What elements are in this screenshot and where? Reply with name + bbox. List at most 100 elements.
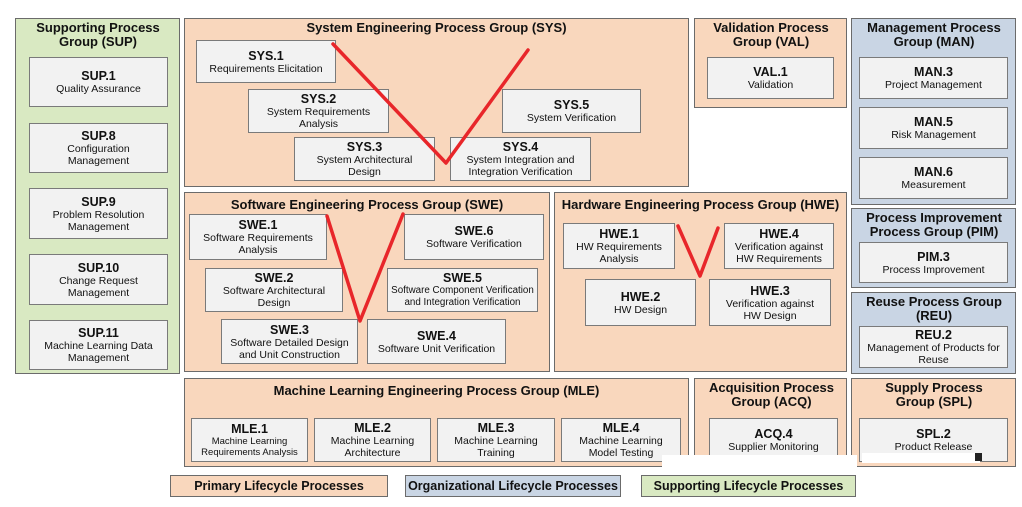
- process-man-6[interactable]: MAN.6 Measurement: [859, 157, 1008, 199]
- process-sys-5[interactable]: SYS.5 System Verification: [502, 89, 641, 133]
- process-name: Verification against HW Design: [725, 297, 815, 322]
- process-name: Quality Assurance: [56, 83, 141, 95]
- process-id: ACQ.4: [754, 427, 793, 441]
- process-id: SYS.3: [346, 140, 383, 154]
- process-id: SPL.2: [916, 427, 951, 441]
- process-name: Machine Learning Model Testing: [579, 435, 663, 459]
- process-name: Problem Resolution Management: [52, 208, 145, 233]
- acq-group-title: Acquisition Process Group (ACQ): [709, 380, 834, 409]
- process-name: Machine Learning Training: [454, 435, 538, 459]
- process-name: Software Component Verification and Inte…: [391, 285, 534, 308]
- legend-primary-label: Primary Lifecycle Processes: [194, 479, 364, 493]
- process-mle-1[interactable]: MLE.1 Machine Learning Requirements Anal…: [191, 418, 308, 462]
- mle-group-title: Machine Learning Engineering Process Gro…: [273, 383, 600, 398]
- process-id: SUP.8: [81, 129, 116, 143]
- process-id: SWE.1: [238, 218, 278, 232]
- process-name: Supplier Monitoring: [728, 441, 819, 453]
- swe-group-title: Software Engineering Process Group (SWE): [230, 197, 504, 212]
- process-id: SWE.5: [443, 271, 482, 285]
- process-val-1[interactable]: VAL.1 Validation: [707, 57, 834, 99]
- hwe-group-title: Hardware Engineering Process Group (HWE): [561, 197, 840, 212]
- process-id: MAN.5: [914, 115, 953, 129]
- process-id: REU.2: [915, 328, 952, 342]
- process-id: MAN.6: [914, 165, 953, 179]
- process-swe-4[interactable]: SWE.4 Software Unit Verification: [367, 319, 506, 364]
- process-swe-1[interactable]: SWE.1 Software Requirements Analysis: [189, 214, 327, 260]
- process-swe-6[interactable]: SWE.6 Software Verification: [404, 214, 544, 260]
- pim-group-title: Process Improvement Process Group (PIM): [866, 210, 1002, 239]
- process-name: Software Requirements Analysis: [203, 232, 313, 256]
- process-sys-3[interactable]: SYS.3 System Architectural Design: [294, 137, 435, 181]
- white-overlay-strip: [662, 455, 857, 469]
- process-hwe-3[interactable]: HWE.3 Verification against HW Design: [709, 279, 831, 326]
- legend-supporting: Supporting Lifecycle Processes: [641, 475, 856, 497]
- process-mle-2[interactable]: MLE.2 Machine Learning Architecture: [314, 418, 431, 462]
- process-id: SWE.2: [254, 271, 294, 285]
- sys-group-title: System Engineering Process Group (SYS): [306, 20, 567, 35]
- process-name: Machine Learning Architecture: [330, 435, 415, 459]
- process-mle-4[interactable]: MLE.4 Machine Learning Model Testing: [561, 418, 681, 462]
- process-name: Measurement: [901, 179, 966, 191]
- process-man-3[interactable]: MAN.3 Project Management: [859, 57, 1008, 99]
- process-hwe-1[interactable]: HWE.1 HW Requirements Analysis: [563, 223, 675, 269]
- process-pim-3[interactable]: PIM.3 Process Improvement: [859, 242, 1008, 283]
- legend-organizational: Organizational Lifecycle Processes: [405, 475, 621, 497]
- process-id: SWE.3: [270, 322, 309, 337]
- process-name: System Integration and Integration Verif…: [466, 154, 575, 178]
- process-swe-5[interactable]: SWE.5 Software Component Verification an…: [387, 268, 538, 312]
- process-id: HWE.1: [599, 227, 639, 241]
- process-sys-2[interactable]: SYS.2 System Requirements Analysis: [248, 89, 389, 133]
- legend-supporting-label: Supporting Lifecycle Processes: [653, 479, 844, 493]
- process-name: Software Verification: [426, 238, 522, 250]
- process-id: HWE.2: [620, 289, 661, 304]
- sup-group-title: Supporting Process Group (SUP): [36, 20, 160, 49]
- process-id: MLE.3: [477, 421, 515, 435]
- process-sup-11[interactable]: SUP.11 Machine Learning Data Management: [29, 320, 168, 370]
- process-reu-2[interactable]: REU.2 Management of Products for Reuse: [859, 326, 1008, 368]
- process-swe-3[interactable]: SWE.3 Software Detailed Design and Unit …: [221, 319, 358, 364]
- process-id: MLE.2: [354, 421, 391, 435]
- process-swe-2[interactable]: SWE.2 Software Architectural Design: [205, 268, 343, 312]
- process-mle-3[interactable]: MLE.3 Machine Learning Training: [437, 418, 555, 462]
- process-id: SUP.1: [81, 69, 116, 83]
- process-sup-9[interactable]: SUP.9 Problem Resolution Management: [29, 188, 168, 239]
- process-sup-1[interactable]: SUP.1 Quality Assurance: [29, 57, 168, 107]
- process-sup-8[interactable]: SUP.8 Configuration Management: [29, 123, 168, 173]
- process-name: System Architectural Design: [316, 154, 413, 178]
- process-sup-10[interactable]: SUP.10 Change Request Management: [29, 254, 168, 305]
- process-acq-4[interactable]: ACQ.4 Supplier Monitoring: [709, 418, 838, 462]
- process-sys-4[interactable]: SYS.4 System Integration and Integration…: [450, 137, 591, 181]
- process-id: SWE.4: [417, 328, 456, 343]
- process-name: Software Architectural Design: [222, 285, 326, 309]
- process-hwe-2[interactable]: HWE.2 HW Design: [585, 279, 696, 326]
- white-overlay-strip-right: [862, 453, 980, 463]
- process-id: SYS.5: [553, 98, 590, 112]
- process-id: VAL.1: [753, 65, 788, 79]
- process-id: SUP.11: [78, 326, 119, 340]
- process-name: HW Requirements Analysis: [576, 241, 662, 265]
- process-sys-1[interactable]: SYS.1 Requirements Elicitation: [196, 40, 336, 83]
- process-name: Configuration Management: [67, 143, 130, 167]
- process-name: Product Release: [894, 441, 973, 453]
- process-name: Process Improvement: [882, 263, 985, 276]
- legend-primary: Primary Lifecycle Processes: [170, 475, 388, 497]
- process-name: Risk Management: [891, 129, 976, 141]
- process-name: Project Management: [885, 79, 982, 91]
- process-id: HWE.3: [750, 283, 790, 298]
- process-name: Software Detailed Design and Unit Constr…: [230, 336, 349, 361]
- process-id: SYS.1: [248, 48, 284, 63]
- process-man-5[interactable]: MAN.5 Risk Management: [859, 107, 1008, 149]
- spl-group-title: Supply Process Group (SPL): [885, 380, 983, 409]
- process-id: MAN.3: [914, 65, 953, 79]
- process-id: MLE.1: [231, 422, 268, 436]
- process-name: System Requirements Analysis: [266, 106, 371, 130]
- process-name: Verification against HW Requirements: [734, 241, 824, 265]
- process-hwe-4[interactable]: HWE.4 Verification against HW Requiremen…: [724, 223, 834, 269]
- dark-mark: [975, 453, 982, 461]
- process-id: SYS.2: [300, 92, 337, 106]
- process-id: PIM.3: [917, 249, 950, 264]
- process-id: HWE.4: [759, 227, 799, 241]
- process-id: SYS.4: [502, 140, 539, 154]
- process-id: MLE.4: [602, 421, 640, 435]
- process-name: System Verification: [526, 112, 617, 124]
